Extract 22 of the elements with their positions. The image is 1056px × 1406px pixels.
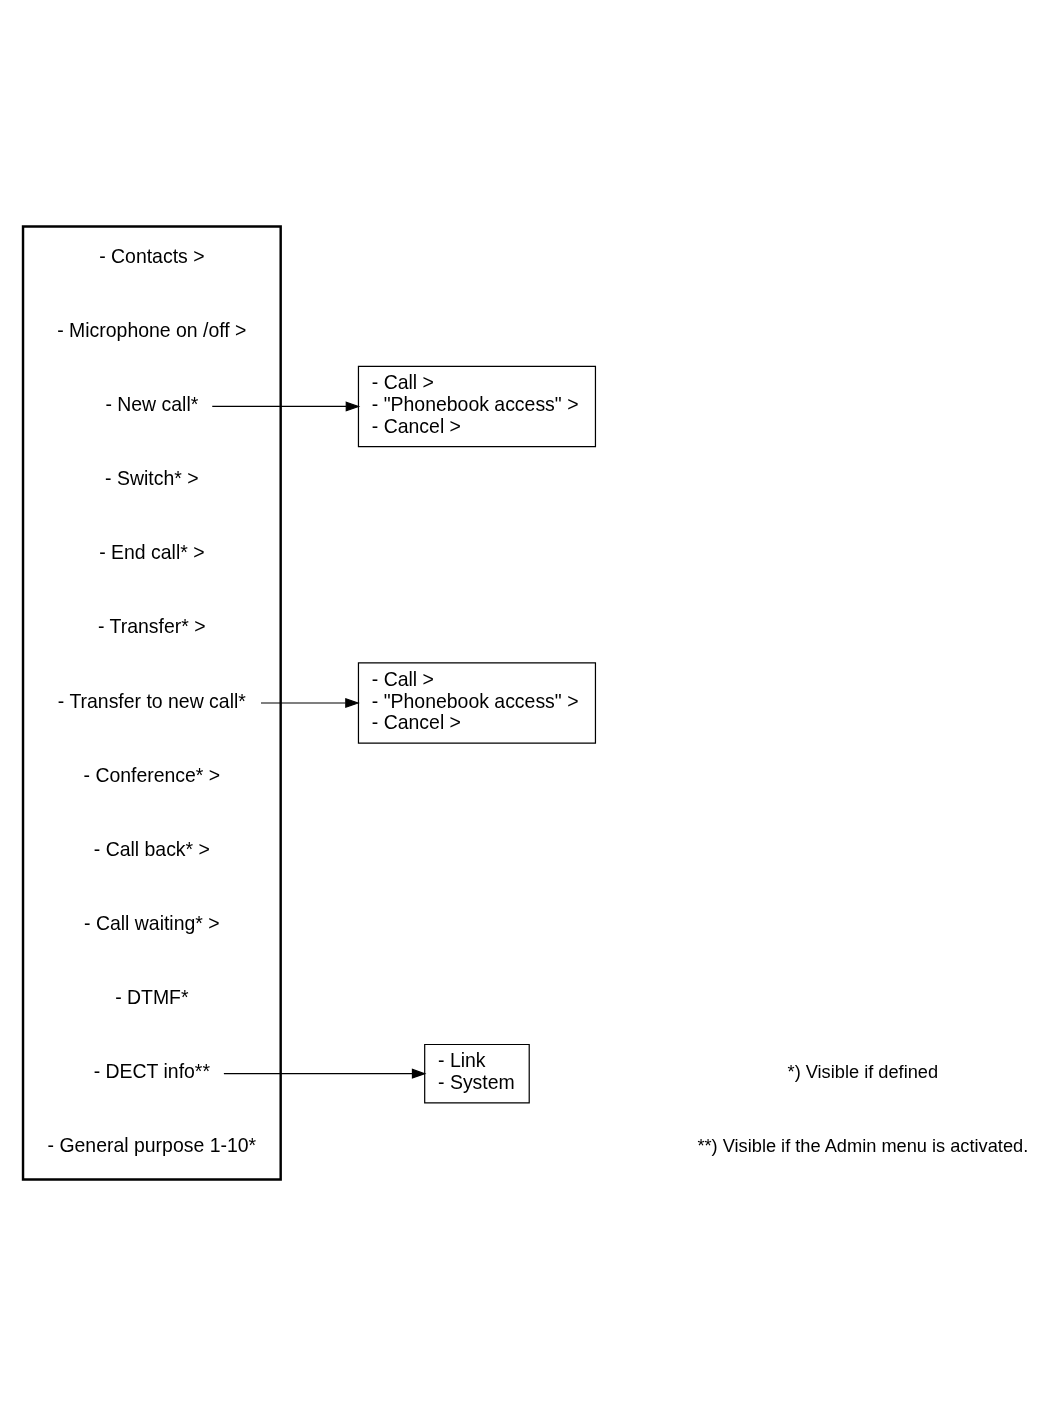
node-text: - General purpose 1-10* bbox=[47, 1134, 257, 1157]
node-text: - Conference* > bbox=[83, 763, 221, 786]
node-text: - Call waiting* > bbox=[84, 912, 220, 935]
cluster bbox=[21, 225, 282, 1181]
arrow bbox=[260, 697, 360, 709]
arrow bbox=[211, 401, 361, 412]
node-text: - Transfer to new call* bbox=[57, 689, 246, 712]
node-text: - Transfer* > bbox=[98, 615, 206, 638]
node-box: - Call > - "Phonebook access" > - Cancel > bbox=[357, 365, 597, 448]
node-text: - Call back* > bbox=[93, 837, 210, 860]
node-text: - Contacts > bbox=[99, 244, 205, 267]
node-text: - DECT info** bbox=[93, 1060, 211, 1083]
label: **) Visible if the Admin menu is activated. bbox=[697, 1135, 1029, 1157]
node-text: - Switch* > bbox=[105, 467, 199, 490]
node-box: - Link - System bbox=[424, 1043, 530, 1104]
node-text: - End call* > bbox=[99, 541, 205, 564]
arrow bbox=[223, 1068, 427, 1079]
node-text: - New call* bbox=[105, 393, 199, 416]
label: *) Visible if defined bbox=[787, 1060, 939, 1082]
node-text: - Microphone on /off > bbox=[57, 318, 247, 341]
node-box: - Call > - "Phonebook access" > - Cancel > bbox=[357, 662, 597, 744]
node-text: - DTMF* bbox=[115, 986, 189, 1009]
